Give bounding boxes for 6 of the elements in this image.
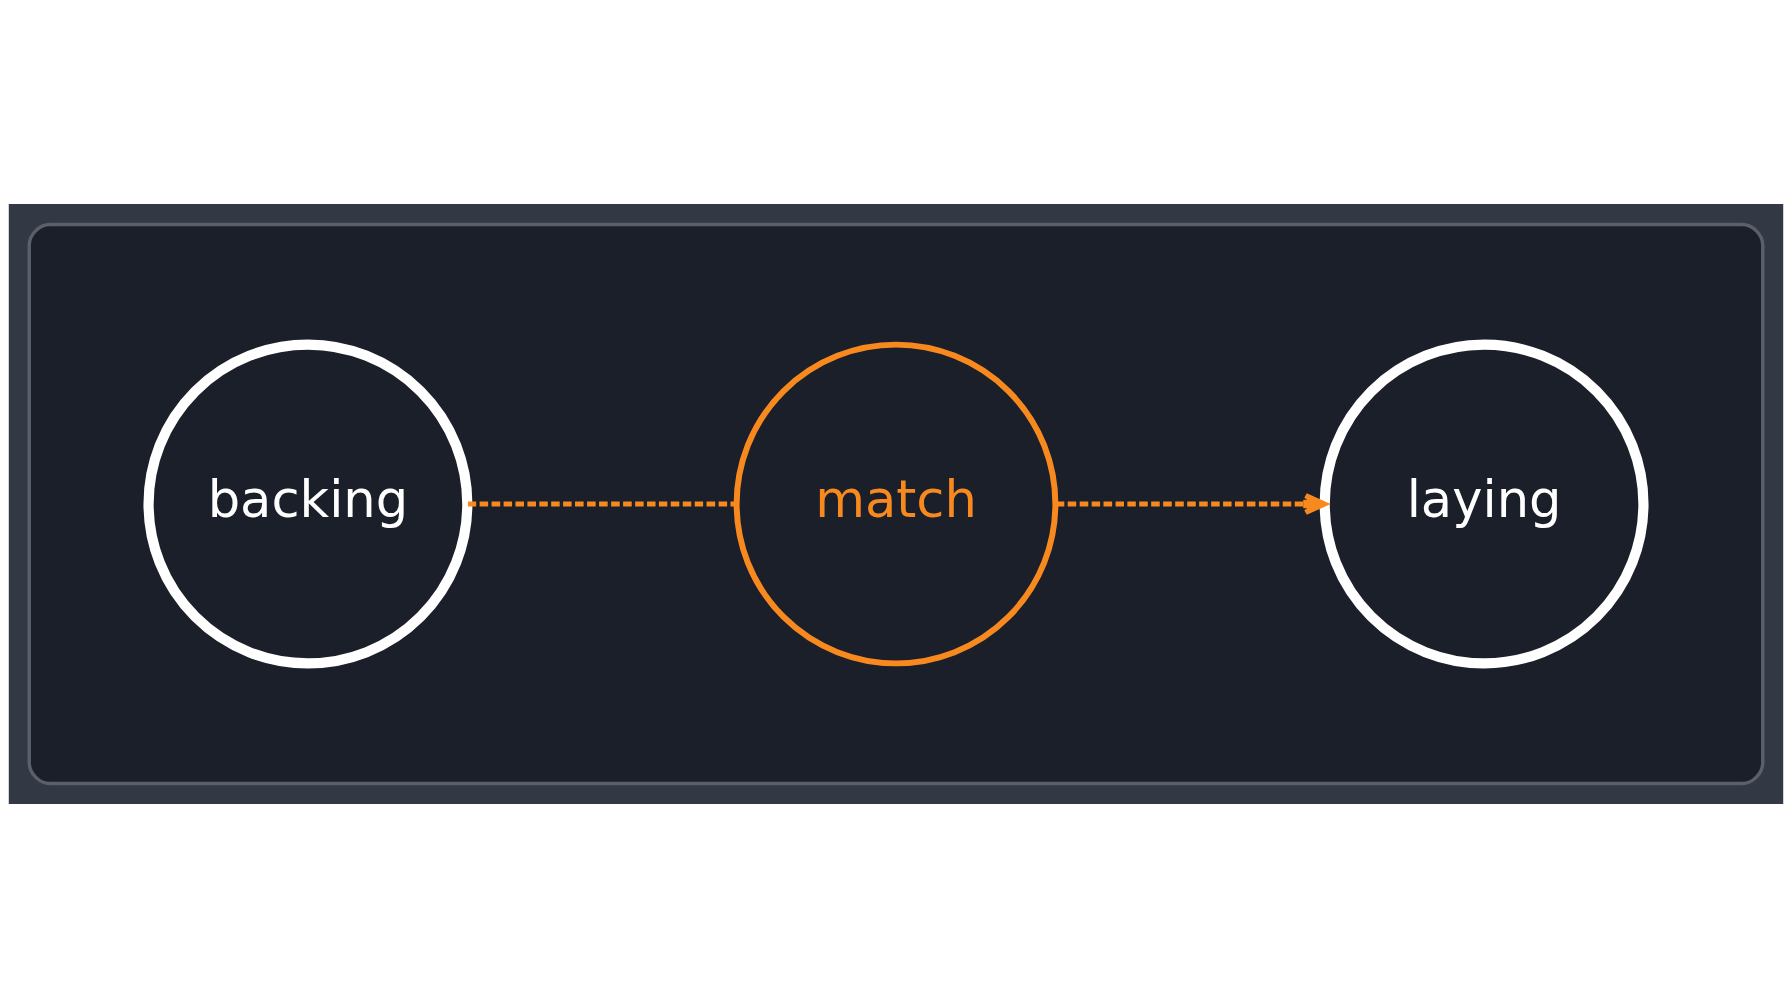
node-circle: match bbox=[733, 341, 1059, 667]
node-circle: laying bbox=[1319, 339, 1649, 669]
node-circle: backing bbox=[143, 339, 473, 669]
arrow bbox=[1055, 493, 1328, 515]
cluster bbox=[27, 222, 1765, 786]
connector bbox=[467, 501, 737, 507]
